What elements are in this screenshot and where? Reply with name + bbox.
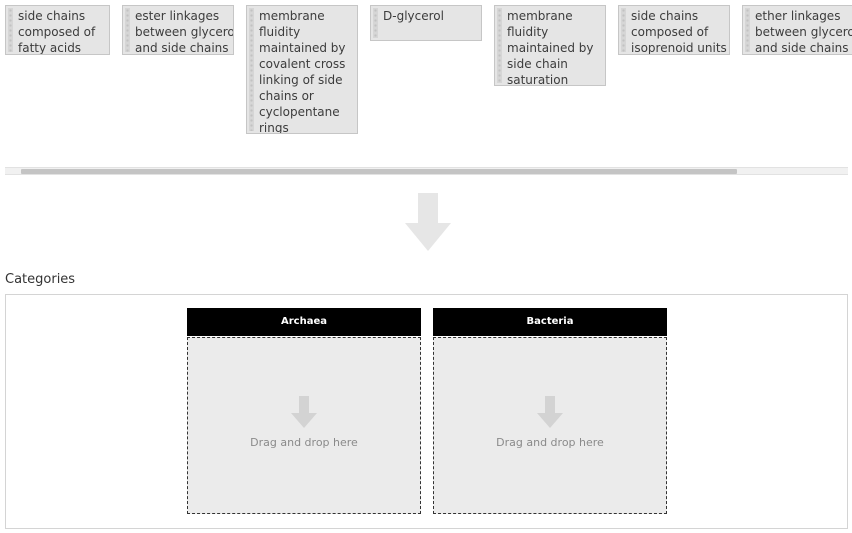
bucket-title: Bacteria — [433, 308, 667, 336]
draggable-tile[interactable]: ether linkages between glycerol and side… — [742, 5, 852, 55]
drop-hint: Drag and drop here — [250, 436, 358, 449]
draggable-tile[interactable]: side chains composed of isoprenoid units — [618, 5, 730, 55]
horizontal-scrollbar[interactable] — [5, 167, 848, 175]
drag-grip-icon[interactable] — [8, 8, 13, 52]
drag-grip-icon[interactable] — [373, 8, 378, 38]
drag-grip-icon[interactable] — [621, 8, 626, 52]
scrollbar-thumb[interactable] — [21, 169, 737, 174]
tile-text: membrane fluidity maintained by side cha… — [507, 9, 594, 86]
drop-hint: Drag and drop here — [496, 436, 604, 449]
tile-text: ether linkages between glycerol and side… — [755, 9, 852, 55]
arrow-down-icon — [537, 396, 563, 428]
draggable-tile[interactable]: membrane fluidity maintained by covalent… — [246, 5, 358, 134]
arrow-down-icon — [405, 193, 451, 251]
draggable-tile[interactable]: ester linkages between glycerol and side… — [122, 5, 234, 55]
drag-grip-icon[interactable] — [125, 8, 130, 52]
draggable-tiles-area: side chains composed of fatty acids este… — [0, 0, 852, 160]
drag-grip-icon[interactable] — [249, 8, 254, 131]
drag-grip-icon[interactable] — [497, 8, 502, 83]
drag-grip-icon[interactable] — [745, 8, 750, 52]
tile-text: side chains composed of fatty acids — [18, 9, 96, 55]
draggable-tile[interactable]: D-glycerol — [370, 5, 482, 41]
bucket-title: Archaea — [187, 308, 421, 336]
category-bucket-bacteria: Bacteria Drag and drop here — [433, 308, 667, 514]
draggable-tile[interactable]: membrane fluidity maintained by side cha… — [494, 5, 606, 86]
arrow-down-icon — [291, 396, 317, 428]
category-bucket-archaea: Archaea Drag and drop here — [187, 308, 421, 514]
tile-text: side chains composed of isoprenoid units — [631, 9, 727, 55]
drop-zone[interactable]: Drag and drop here — [187, 337, 421, 514]
drop-zone[interactable]: Drag and drop here — [433, 337, 667, 514]
categories-heading: Categories — [5, 272, 76, 287]
tile-text: membrane fluidity maintained by covalent… — [259, 9, 346, 134]
tile-text: D-glycerol — [383, 9, 444, 23]
draggable-tile[interactable]: side chains composed of fatty acids — [5, 5, 110, 55]
tile-text: ester linkages between glycerol and side… — [135, 9, 234, 55]
categories-container: Archaea Drag and drop here Bacteria Drag… — [5, 294, 848, 529]
